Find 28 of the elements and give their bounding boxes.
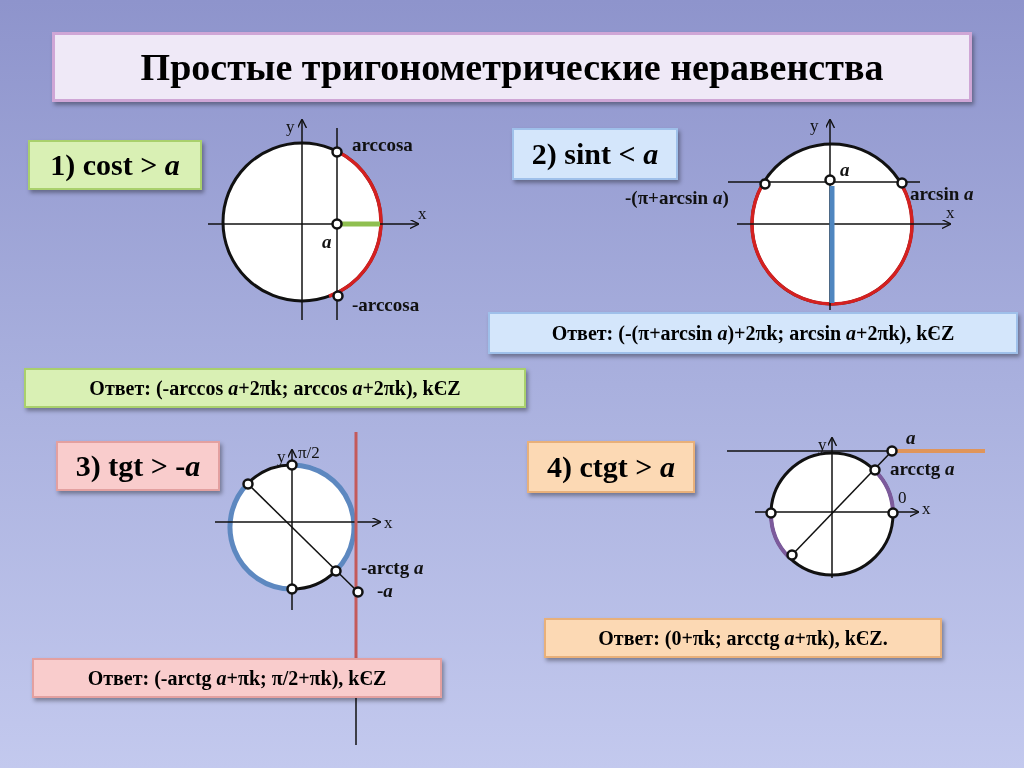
answer-box: Ответ: (-arccos a+2πk; arccos a+2πk), kЄZ	[24, 368, 526, 408]
angle-label: -arctg a	[361, 558, 424, 577]
answer-box: Ответ: (-(π+arcsin a)+2πk; arcsin a+2πk), kЄZ	[488, 312, 1018, 354]
angle-label: a	[906, 428, 916, 447]
task-box: 3) tgt > -a	[56, 441, 220, 491]
angle-label: -(π+arcsin a)	[625, 188, 729, 207]
angle-label: arccosa	[352, 135, 413, 154]
angle-label: a	[322, 232, 332, 251]
axis-label: 0	[898, 489, 907, 506]
task-box: 1) cost > a	[28, 140, 202, 190]
axis-label: y	[810, 117, 819, 134]
title-banner: Простые тригонометрические неравенства	[52, 32, 972, 102]
angle-label: -arccosa	[352, 295, 420, 314]
task-box: 4) ctgt > a	[527, 441, 695, 493]
axis-label: y	[286, 118, 295, 135]
task-box: 2) sint < a	[512, 128, 678, 180]
axis-label: x	[946, 204, 955, 221]
axis-label: x	[922, 500, 931, 517]
angle-label: arcsin a	[910, 184, 974, 203]
angle-label: -a	[377, 581, 393, 600]
axis-label: x	[384, 514, 393, 531]
axis-label: x	[418, 205, 427, 222]
angle-label: a	[840, 160, 850, 179]
answer-box: Ответ: (-arctg a+πk; π/2+πk), kЄZ	[32, 658, 442, 698]
axis-label: π/2	[298, 444, 320, 461]
angle-label: arcctg a	[890, 459, 955, 478]
axis-label: y	[277, 448, 286, 465]
answer-box: Ответ: (0+πk; arcctg a+πk), kЄZ.	[544, 618, 942, 658]
